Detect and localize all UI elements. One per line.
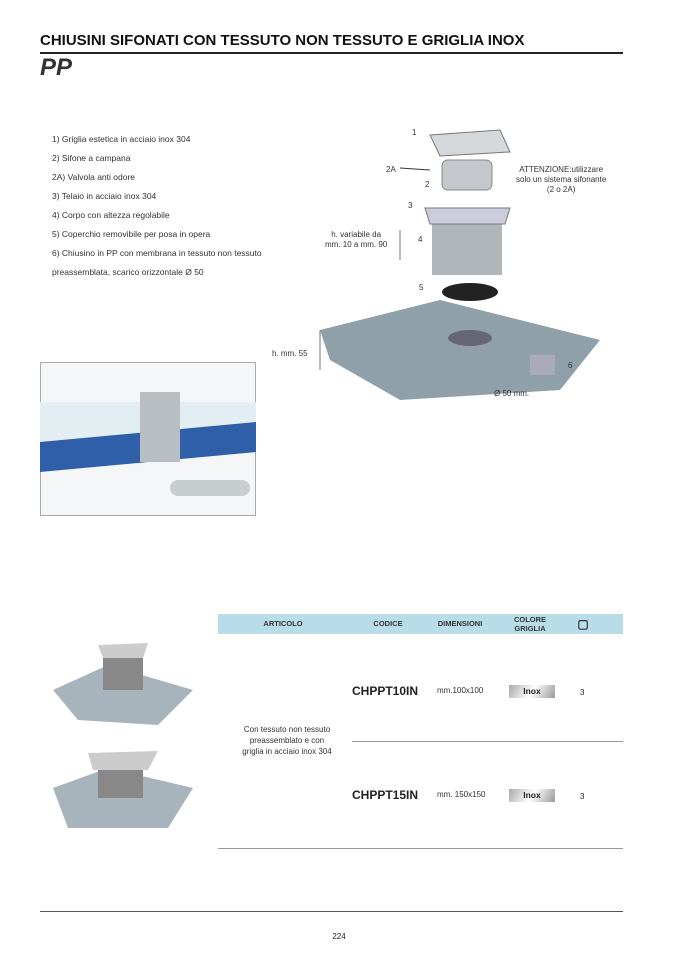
material-label: PP (40, 54, 73, 81)
row-divider (352, 741, 623, 742)
note-line: mm. 10 a mm. 90 (325, 240, 388, 249)
pack-quantity: 3 (580, 688, 585, 697)
label-2: 2 (425, 180, 430, 189)
label-3: 3 (408, 201, 413, 210)
color-badge: Inox (509, 685, 555, 698)
article-description: Con tessuto non tessuto preassemblato e c… (222, 724, 352, 757)
feature-list: 1) Griglia estetica in acciaio inox 304 … (52, 130, 262, 282)
feature-item: 2A) Valvola anti odore (52, 172, 136, 182)
label-diameter: Ø 50 mm. (494, 389, 530, 398)
product-dimensions: mm.100x100 (437, 686, 484, 695)
label-1: 1 (412, 128, 417, 137)
page-title: CHIUSINI SIFONATI CON TESSUTO NON TESSUT… (40, 32, 525, 49)
color-badge: Inox (509, 789, 555, 802)
exploded-diagram (319, 129, 600, 400)
arrow-2a (399, 167, 431, 171)
feature-item: 2) Sifone a campana (52, 153, 131, 163)
product-image-100 (53, 643, 193, 725)
label-h55: h. mm. 55 (272, 349, 308, 358)
cover (442, 283, 498, 301)
desc-line: Con tessuto non tessuto (243, 725, 331, 734)
feature-item: 6) Chiusino in PP con membrana in tessut… (52, 248, 262, 258)
membrane (320, 300, 600, 400)
attention-line: solo un sistema sifonante (516, 175, 607, 184)
col-articolo: ARTICOLO (263, 619, 303, 628)
box-icon: ▢ (577, 617, 589, 631)
desc-line: griglia in acciaio inox 304 (242, 747, 332, 756)
desc-line: preassemblato e con (249, 736, 325, 745)
siphon (441, 159, 493, 191)
feature-item: 3) Telaio in acciaio inox 304 (52, 191, 157, 201)
frame (424, 207, 511, 225)
page-number: 224 (332, 932, 346, 941)
col-codice: CODICE (373, 619, 403, 628)
feature-item: preassemblata, scarico orizzontale Ø 50 (52, 267, 204, 277)
label-4: 4 (418, 235, 423, 244)
product-code: CHPPT10IN (352, 684, 419, 698)
col-colore-line: GRIGLIA (514, 624, 546, 633)
product-image-150 (53, 751, 193, 828)
col-dimensioni: DIMENSIONI (437, 619, 483, 628)
attention-line: ATTENZIONE:utilizzare (519, 165, 604, 174)
drain-hole (448, 330, 492, 346)
outlet-pipe (530, 355, 555, 375)
attention-line: (2 o 2A) (546, 185, 576, 194)
pack-quantity: 3 (580, 792, 585, 801)
installation-illustration (40, 362, 256, 516)
title-divider (40, 52, 623, 54)
col-colore-line: COLORE (513, 615, 547, 624)
footer-divider (40, 911, 623, 912)
label-2a: 2A (386, 165, 396, 174)
feature-item: 1) Griglia estetica in acciaio inox 304 (52, 134, 191, 144)
feature-item: 4) Corpo con altezza regolabile (52, 210, 170, 220)
product-code: CHPPT15IN (352, 788, 419, 802)
feature-item: 5) Coperchio removibile per posa in oper… (52, 229, 211, 239)
product-dimensions: mm. 150x150 (437, 790, 486, 799)
body (432, 215, 502, 275)
note-line: h. variabile da (331, 230, 382, 239)
grate (429, 129, 511, 157)
label-5: 5 (419, 283, 424, 292)
label-6: 6 (568, 361, 573, 370)
table-bottom-rule (218, 848, 623, 849)
